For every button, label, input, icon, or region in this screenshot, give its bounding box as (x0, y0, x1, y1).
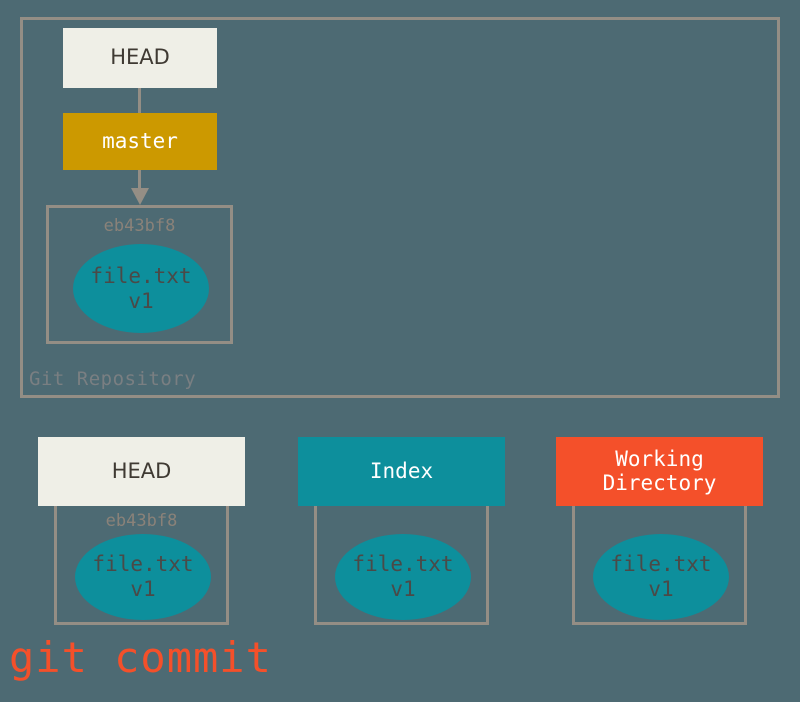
blob-filename: file.txt (352, 552, 454, 577)
arrowhead-icon-master-to-commit (130, 188, 149, 205)
repo-commit-frame: eb43bf8 file.txt v1 (46, 205, 233, 344)
connector-master-to-commit (138, 170, 141, 190)
blob-version: v1 (648, 577, 674, 601)
head-area-hash: eb43bf8 (105, 511, 178, 531)
index-area-blob: file.txt v1 (335, 534, 471, 620)
working-directory-label-line1: Working (615, 446, 704, 471)
head-area-blob: file.txt v1 (75, 534, 211, 620)
working-directory-label-line2: Directory (602, 470, 717, 495)
head-area-frame: eb43bf8 file.txt v1 (54, 506, 229, 625)
blob-version: v1 (130, 577, 156, 601)
repo-master-box: master (63, 113, 217, 170)
command-caption: git commit (9, 633, 272, 682)
blob-filename: file.txt (92, 552, 194, 577)
blob-version: v1 (128, 288, 154, 313)
repo-commit-blob: file.txt v1 (73, 244, 209, 333)
working-directory-area-blob: file.txt v1 (593, 534, 729, 620)
index-area-frame: file.txt v1 (314, 506, 489, 625)
git-repository-label: Git Repository (29, 368, 197, 390)
blob-filename: file.txt (90, 263, 192, 288)
head-area-header: HEAD (38, 437, 245, 506)
blob-version: v1 (390, 577, 416, 601)
working-directory-area-header: Working Directory (556, 437, 763, 506)
index-area-header: Index (298, 437, 505, 506)
blob-filename: file.txt (610, 552, 712, 577)
git-repository-frame (20, 17, 780, 398)
working-directory-area-frame: file.txt v1 (572, 506, 747, 625)
repo-commit-hash: eb43bf8 (103, 216, 176, 236)
connector-head-to-master (138, 88, 141, 113)
repo-head-box: HEAD (63, 28, 217, 88)
